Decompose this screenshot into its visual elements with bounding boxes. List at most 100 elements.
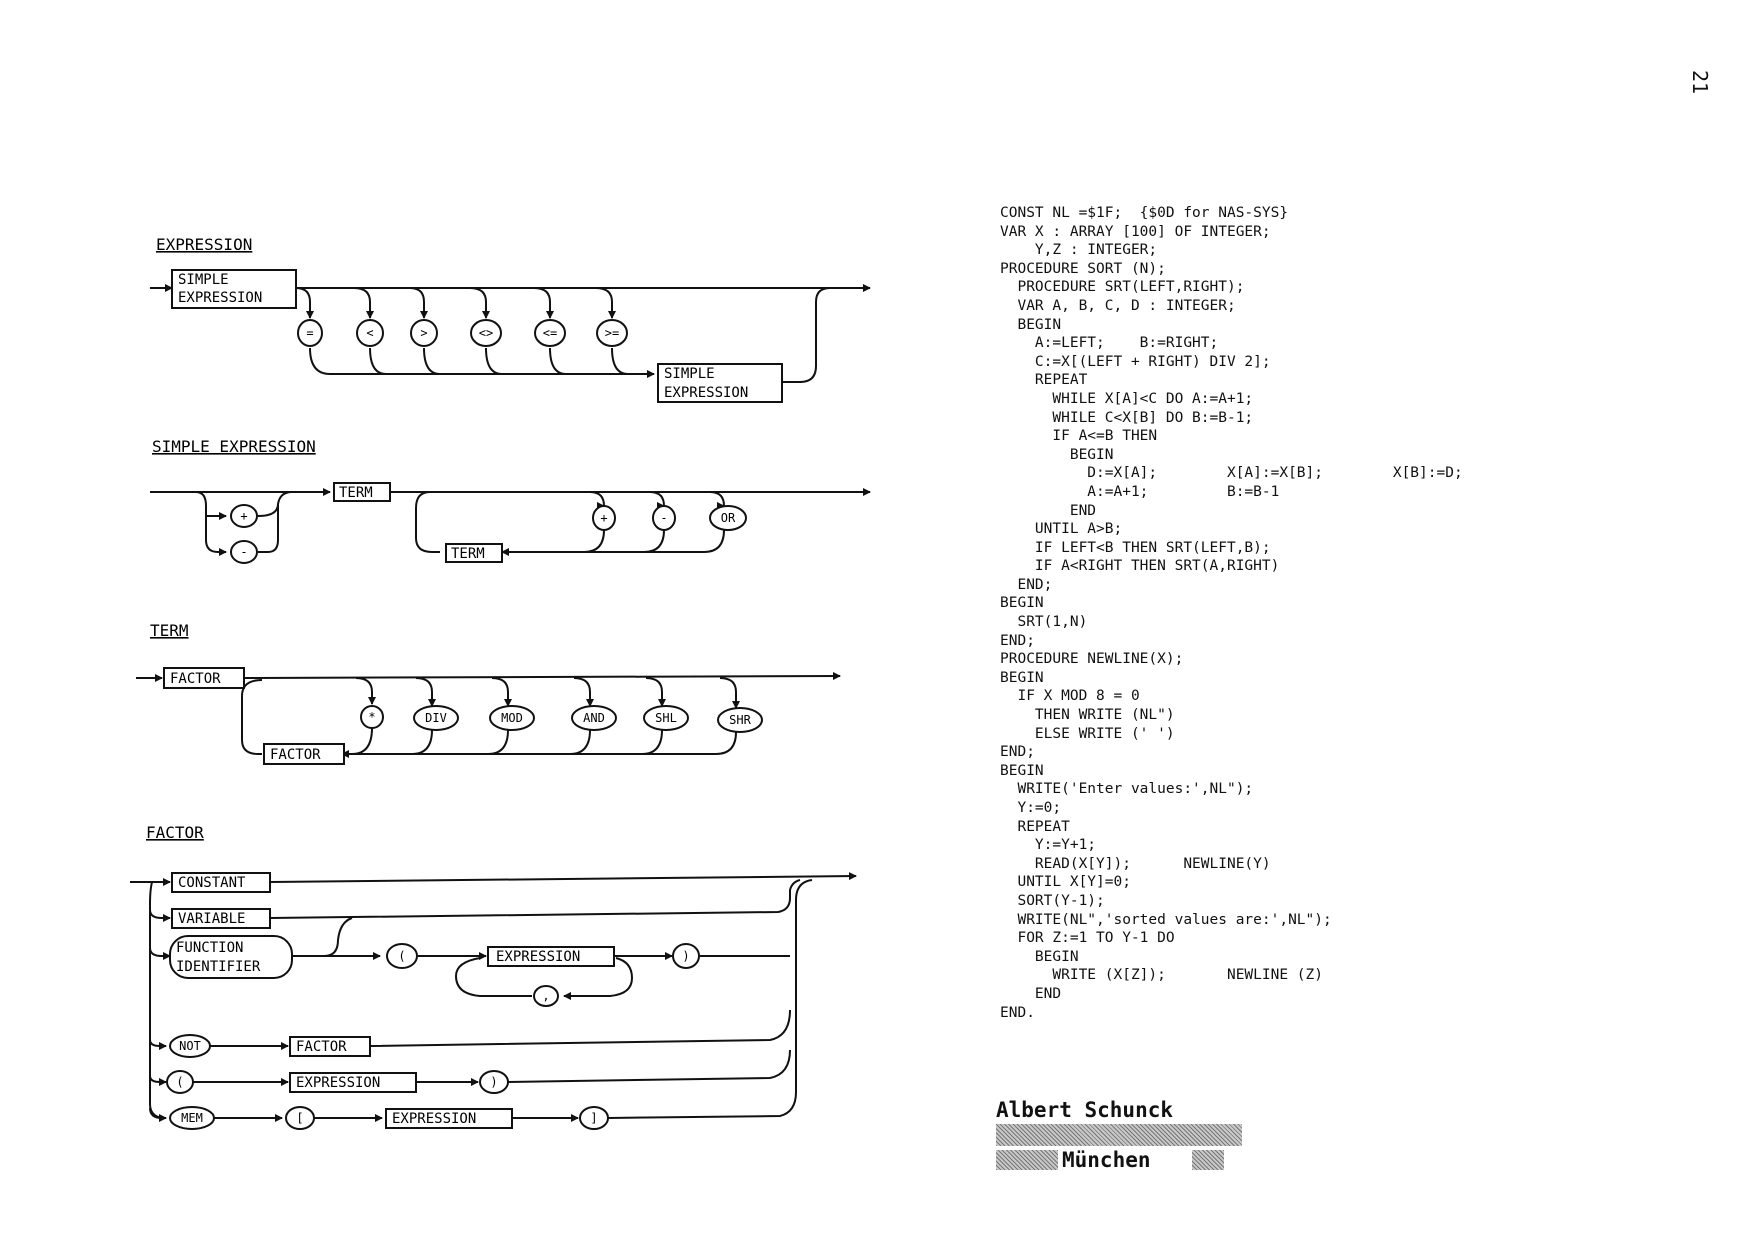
city-name: München xyxy=(1062,1148,1151,1172)
shaded-bar-right xyxy=(1192,1150,1224,1170)
code-line: END; xyxy=(1000,632,1035,649)
code-line: END. xyxy=(1000,1004,1035,1021)
code-line: D:=X[A]; X[A]:=X[B]; X[B]:=D; xyxy=(1000,465,1463,482)
constant-box-label: CONSTANT xyxy=(178,875,246,891)
open-bracket: [ xyxy=(296,1111,303,1125)
code-line: Y:=0; xyxy=(1000,800,1062,816)
code-line: VAR A, B, C, D : INTEGER; xyxy=(1000,297,1236,314)
code-line: WRITE(NL",'sorted values are:',NL"); xyxy=(1000,911,1332,928)
factor-box xyxy=(163,667,245,689)
code-line: IF X MOD 8 = 0 xyxy=(1000,688,1140,705)
mem-keyword: MEM xyxy=(181,1111,203,1125)
open-paren-fn: ( xyxy=(398,949,405,963)
code-line: BEGIN xyxy=(1000,316,1062,333)
op-and: AND xyxy=(583,711,605,725)
code-line: BEGIN xyxy=(1000,948,1079,965)
code-line: BEGIN xyxy=(1000,762,1044,779)
expression-box-fn xyxy=(487,946,615,967)
term-box-label: TERM xyxy=(339,485,373,501)
function-identifier-label-2: IDENTIFIER xyxy=(176,959,261,975)
code-line: PROCEDURE SORT (N); xyxy=(1000,260,1166,277)
code-line: END xyxy=(1000,985,1062,1002)
code-line: BEGIN xyxy=(1000,595,1044,612)
code-line: C:=X[(LEFT + RIGHT) DIV 2]; xyxy=(1000,353,1271,370)
expression-box-fn-label: EXPRESSION xyxy=(496,949,580,965)
comma: , xyxy=(542,989,549,1003)
expression-box-paren-label: EXPRESSION xyxy=(296,1075,380,1091)
expression-box-mem-label: EXPRESSION xyxy=(392,1111,476,1127)
function-identifier-label-1: FUNCTION xyxy=(176,940,243,956)
code-line: PROCEDURE SRT(LEFT,RIGHT); xyxy=(1000,279,1245,296)
term-title: TERM xyxy=(150,621,189,640)
author-name: Albert Schunck xyxy=(996,1098,1174,1122)
code-line: A:=LEFT; B:=RIGHT; xyxy=(1000,335,1219,352)
factor-box-label: FACTOR xyxy=(170,671,221,687)
expression-title: EXPRESSION xyxy=(156,235,252,254)
simple-expression-box-label-2: EXPRESSION xyxy=(178,290,262,306)
code-line: SRT(1,N) xyxy=(1000,614,1088,631)
code-line: BEGIN xyxy=(1000,446,1114,463)
op-eq: = xyxy=(306,326,313,340)
op-shr: SHR xyxy=(729,713,751,727)
expression-box-mem xyxy=(385,1108,513,1129)
factor-title: FACTOR xyxy=(146,823,204,842)
code-line: WRITE('Enter values:',NL"); xyxy=(1000,781,1254,798)
factor-box-not-label: FACTOR xyxy=(296,1039,347,1055)
function-identifier-box xyxy=(169,935,293,979)
not-keyword: NOT xyxy=(179,1039,201,1053)
variable-box-label: VARIABLE xyxy=(178,911,245,927)
op-ge: >= xyxy=(605,326,619,340)
code-line: WHILE X[A]<C DO A:=A+1; xyxy=(1000,390,1254,407)
constant-box xyxy=(171,872,271,893)
code-line: UNTIL A>B; xyxy=(1000,521,1123,538)
code-line: END xyxy=(1000,502,1097,519)
code-line: A:=A+1; B:=B-1 xyxy=(1000,483,1280,500)
code-line: THEN WRITE (NL") xyxy=(1000,707,1175,724)
sign-minus: - xyxy=(240,545,247,559)
page-number: 21 xyxy=(1688,70,1712,95)
code-line: REPEAT xyxy=(1000,818,1070,835)
code-line: ELSE WRITE (' ') xyxy=(1000,725,1175,742)
op-div: DIV xyxy=(425,711,447,725)
code-line: REPEAT xyxy=(1000,372,1088,389)
term-box-2 xyxy=(445,543,503,563)
close-paren-fn: ) xyxy=(682,949,689,963)
pascal-code-listing: CONST NL =$1F; {$0D for NAS-SYS} VAR X : … xyxy=(1000,204,1463,1022)
op-minus: - xyxy=(660,511,667,525)
simple-expression-box xyxy=(171,269,297,309)
code-line: IF A<RIGHT THEN SRT(A,RIGHT) xyxy=(1000,558,1280,575)
factor-box2-label: FACTOR xyxy=(270,747,321,763)
code-line: WRITE (X[Z]); NEWLINE (Z) xyxy=(1000,967,1324,984)
shaded-bar-left xyxy=(996,1150,1058,1170)
factor-box-2 xyxy=(263,743,345,765)
op-shl: SHL xyxy=(655,711,677,725)
code-line: END; xyxy=(1000,744,1035,761)
simple-expression-box-2 xyxy=(657,363,783,403)
simple-expression-box2-label-2: EXPRESSION xyxy=(664,385,748,401)
op-mul: * xyxy=(368,710,375,724)
variable-box xyxy=(171,908,271,929)
code-line: CONST NL =$1F; {$0D for NAS-SYS} xyxy=(1000,205,1289,221)
code-line: PROCEDURE NEWLINE(X); xyxy=(1000,651,1184,668)
code-line: FOR Z:=1 TO Y-1 DO xyxy=(1000,930,1175,947)
close-bracket: ] xyxy=(590,1111,597,1125)
op-le: <= xyxy=(543,326,557,340)
simple-expression-box-label-1: SIMPLE xyxy=(178,272,229,288)
close-paren: ) xyxy=(490,1075,497,1089)
code-line: BEGIN xyxy=(1000,669,1044,686)
syntax-diagrams: EXPRESSION SIMPLE EXPRESSION = < > <> <=… xyxy=(130,235,871,1130)
factor-box-not xyxy=(289,1036,371,1057)
code-line: WHILE C<X[B] DO B:=B-1; xyxy=(1000,409,1254,426)
code-line: VAR X : ARRAY [100] OF INTEGER; xyxy=(1000,223,1271,240)
open-paren: ( xyxy=(176,1075,183,1089)
code-line: READ(X[Y]); NEWLINE(Y) xyxy=(1000,855,1271,872)
code-line: IF A<=B THEN xyxy=(1000,428,1158,445)
op-mod: MOD xyxy=(501,711,523,725)
op-gt: > xyxy=(420,326,427,340)
code-line: END; xyxy=(1000,576,1053,593)
code-line: Y,Z : INTEGER; xyxy=(1000,242,1158,259)
simple-expression-title: SIMPLE EXPRESSION xyxy=(152,437,316,456)
op-ne: <> xyxy=(479,326,493,340)
term-box2-label: TERM xyxy=(451,546,485,562)
sign-plus: + xyxy=(240,509,247,523)
